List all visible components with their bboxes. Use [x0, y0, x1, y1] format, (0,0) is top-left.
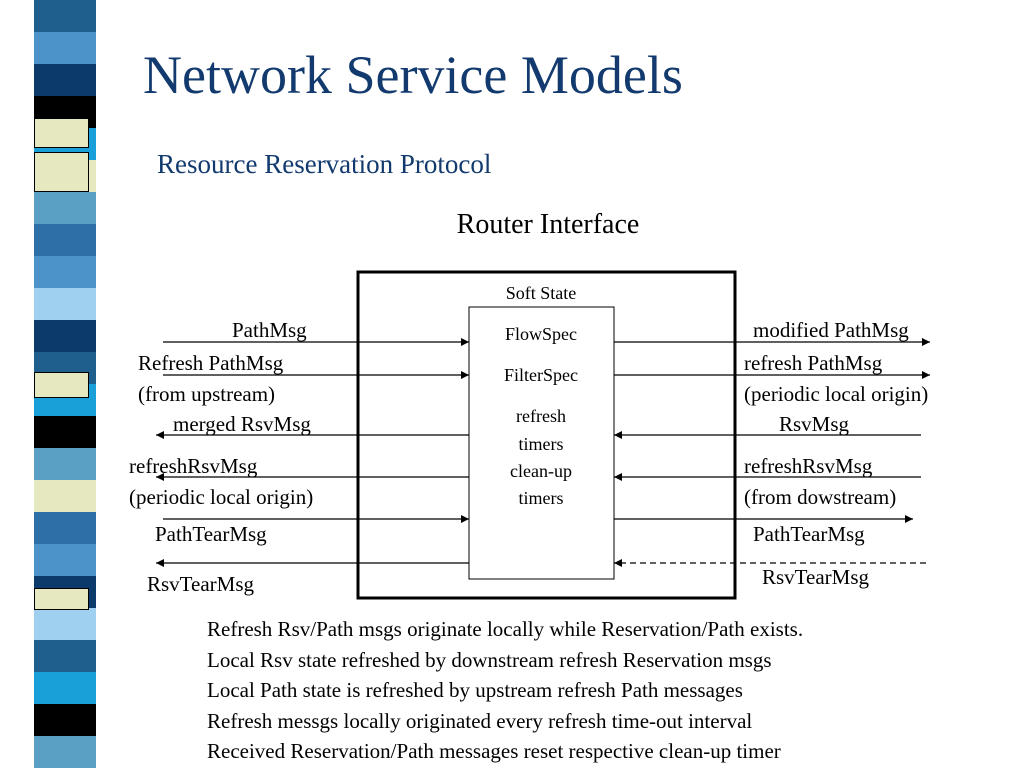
- note-line: Refresh Rsv/Path msgs originate locally …: [207, 617, 804, 641]
- label-pathtearmsg-left: PathTearMsg: [155, 522, 267, 546]
- soft-state-label: Soft State: [506, 283, 577, 303]
- soft-state-cleanup: clean-up: [510, 461, 572, 481]
- slide-title: Network Service Models: [143, 45, 683, 105]
- label-rsvmsg: RsvMsg: [779, 412, 850, 436]
- stripe-segment: [34, 512, 96, 544]
- notes-block: Refresh Rsv/Path msgs originate locally …: [207, 614, 803, 767]
- label-rsvtearmsg-left: RsvTearMsg: [147, 572, 255, 596]
- note-line: Refresh messgs locally originated every …: [207, 708, 753, 733]
- soft-state-refresh-timers: timers: [519, 434, 564, 454]
- stripe-square: [34, 118, 89, 148]
- stripe-segment: [34, 704, 96, 736]
- stripe-segment: [34, 288, 96, 320]
- decorative-stripe-bar: [34, 0, 96, 768]
- stripe-segment: [34, 224, 96, 256]
- label-refresh-rsvmsg-right: refreshRsvMsg: [744, 454, 873, 478]
- label-modified-pathmsg: modified PathMsg: [753, 318, 909, 342]
- stripe-segment: [34, 544, 96, 576]
- stripe-segment: [34, 256, 96, 288]
- label-refresh-pathmsg-left: Refresh PathMsg: [138, 351, 284, 375]
- label-refresh-pathmsg-right: refresh PathMsg: [744, 351, 883, 375]
- soft-state-filterspec: FilterSpec: [504, 365, 578, 385]
- soft-state-cleanup-timers: timers: [519, 488, 564, 508]
- stripe-square: [34, 152, 89, 192]
- stripe-segment: [34, 416, 96, 448]
- stripe-square: [34, 588, 89, 610]
- label-periodic-local-origin-left: (periodic local origin): [129, 485, 313, 509]
- label-periodic-local-origin-right: (periodic local origin): [744, 382, 928, 406]
- label-pathmsg: PathMsg: [232, 318, 307, 342]
- stripe-segment: [34, 320, 96, 352]
- soft-state-flowspec: FlowSpec: [505, 324, 577, 344]
- note-line: Local Rsv state refreshed by downstream …: [207, 647, 772, 672]
- label-refresh-rsvmsg-left: refreshRsvMsg: [129, 454, 258, 478]
- note-line: Local Path state is refreshed by upstrea…: [207, 678, 743, 702]
- label-from-downstream: (from dowstream): [744, 485, 896, 509]
- label-merged-rsvmsg: merged RsvMsg: [173, 412, 311, 436]
- stripe-segment: [34, 192, 96, 224]
- diagram-caption: Router Interface: [457, 209, 640, 240]
- slide-subtitle: Resource Reservation Protocol: [157, 149, 492, 179]
- stripe-segment: [34, 672, 96, 704]
- stripe-segment: [34, 0, 96, 32]
- router-interface-diagram: Router Interface Soft State FlowSpec Fil…: [129, 209, 930, 600]
- label-pathtearmsg-right: PathTearMsg: [753, 522, 865, 546]
- stripe-segment: [34, 480, 96, 512]
- note-line: Received Reservation/Path messages reset…: [207, 739, 781, 763]
- stripe-segment: [34, 640, 96, 672]
- stripe-segment: [34, 64, 96, 96]
- stripe-segment: [34, 32, 96, 64]
- label-rsvtearmsg-right: RsvTearMsg: [762, 565, 870, 589]
- soft-state-box: [468, 306, 615, 580]
- stripe-segment: [34, 736, 96, 768]
- soft-state-refresh: refresh: [516, 406, 566, 426]
- stripe-segment: [34, 448, 96, 480]
- stripe-square: [34, 372, 89, 398]
- stripe-segment: [34, 608, 96, 640]
- label-from-upstream: (from upstream): [138, 382, 275, 406]
